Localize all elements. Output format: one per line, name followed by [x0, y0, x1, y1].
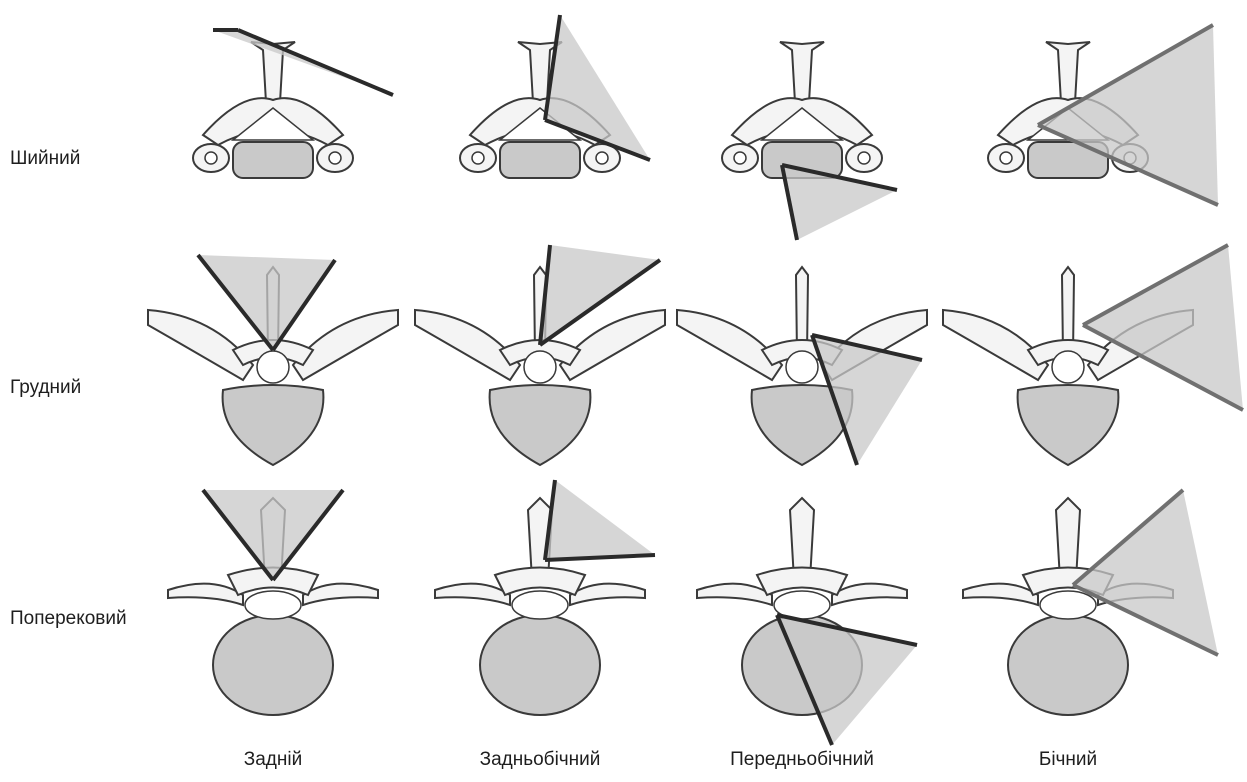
vertebral-body [1008, 615, 1128, 715]
vertebral-foramen-left [472, 152, 484, 164]
transverse-process-left [963, 584, 1038, 605]
spinal-canal [1052, 351, 1084, 383]
vertebra-cervical-anterolateral [722, 42, 897, 240]
column-label-posterior: Задній [163, 749, 383, 771]
row-label-lumbar: Поперековий [10, 608, 127, 630]
rib-left [415, 310, 520, 380]
vertebral-body [1018, 385, 1119, 465]
rib-left [148, 310, 253, 380]
vertebral-body [500, 142, 580, 178]
rib-left [677, 310, 782, 380]
access-line-b-posterior [238, 30, 393, 95]
row-label-thoracic: Грудний [10, 377, 81, 399]
row-label-cervical: Шийний [10, 148, 80, 170]
access-wedge-lateral [1083, 245, 1243, 410]
vertebra-cervical-posterolateral [460, 15, 650, 178]
vertebra-thoracic-posterolateral [415, 245, 665, 465]
vertebra-thoracic-anterolateral [677, 267, 927, 465]
vertebra-lumbar-posterior [168, 490, 378, 715]
vertebral-foramen-right [858, 152, 870, 164]
transverse-process-right [570, 584, 645, 605]
spinal-canal [512, 591, 568, 619]
column-label-posterolateral: Задньобічний [430, 749, 650, 771]
transverse-process-left [697, 584, 772, 605]
vertebral-foramen-left [205, 152, 217, 164]
access-wedge-posterior [203, 490, 343, 580]
vertebra-lumbar-lateral [963, 490, 1218, 715]
transverse-process-right [832, 584, 907, 605]
vertebral-foramen-right [329, 152, 341, 164]
column-label-lateral: Бічний [958, 749, 1178, 771]
vertebra-lumbar-posterolateral [435, 480, 655, 715]
vertebral-foramen-left [734, 152, 746, 164]
vertebral-body [480, 615, 600, 715]
vertebra-cervical-posterior [193, 30, 393, 178]
vertebra-cervical-lateral [988, 25, 1218, 205]
vertebral-body [213, 615, 333, 715]
transverse-process-left [168, 584, 243, 605]
transverse-process-left [435, 584, 510, 605]
column-label-anterolateral: Передньобічний [692, 749, 912, 771]
spinal-canal [1040, 591, 1096, 619]
vertebral-body [233, 142, 313, 178]
vertebral-body [490, 385, 591, 465]
rib-left [943, 310, 1048, 380]
transverse-process-right [303, 584, 378, 605]
vertebra-lumbar-anterolateral [697, 498, 917, 745]
rib-right [293, 310, 398, 380]
spinal-canal [524, 351, 556, 383]
vertebra-thoracic-posterior [148, 255, 398, 465]
vertebral-foramen-right [596, 152, 608, 164]
access-wedge-posterolateral [545, 480, 655, 560]
vertebra-thoracic-lateral [943, 245, 1243, 465]
spinal-canal [245, 591, 301, 619]
spinal-canal [257, 351, 289, 383]
vertebral-foramen-left [1000, 152, 1012, 164]
spinal-canal [786, 351, 818, 383]
vertebral-body [223, 385, 324, 465]
